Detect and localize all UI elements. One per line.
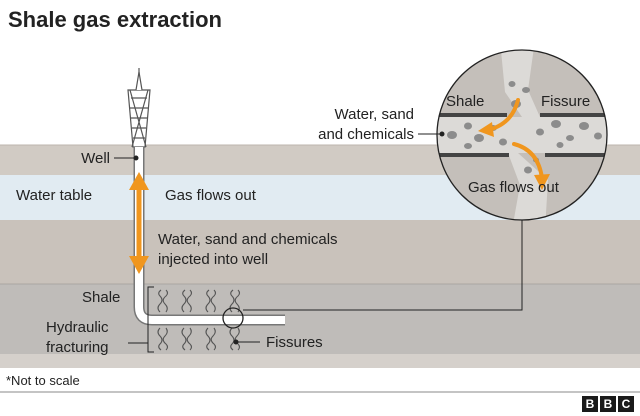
fissures-label: Fissures [266, 334, 323, 351]
fissures-upper [157, 289, 241, 313]
flow-double-arrow [129, 172, 149, 274]
logo-letter: C [618, 396, 634, 412]
well-label: Well [81, 150, 110, 167]
water-table-label: Water table [16, 187, 92, 204]
well-leader-dot [133, 155, 139, 161]
inset-gas-flows-out-label: Gas flows out [468, 179, 560, 196]
inset-input-leader-dot [439, 131, 445, 137]
fissures-leader-dot [233, 339, 239, 345]
shale-layer [0, 284, 640, 354]
injected-label-line1: Water, sand and chemicals [158, 231, 338, 248]
drilling-rig-icon [127, 68, 151, 148]
injected-label-line2: injected into well [158, 251, 268, 268]
magnifier-connector [243, 220, 523, 311]
gas-flows-out-label: Gas flows out [165, 187, 257, 204]
fracturing-bracket [147, 286, 154, 353]
bbc-logo: B B C [582, 396, 634, 412]
logo-letter: B [582, 396, 598, 412]
inset-fissure-label: Fissure [541, 93, 590, 110]
scale-note: *Not to scale [6, 373, 80, 388]
vertical-fissure [500, 50, 548, 220]
inset-zoom [436, 49, 608, 221]
rock-layer [0, 220, 640, 284]
inset-shale-label: Shale [446, 93, 484, 110]
shale-label: Shale [82, 289, 120, 306]
well-pipe [135, 147, 285, 324]
inset-input-label-line1: Water, sand [335, 106, 414, 123]
diagram-title: Shale gas extraction [8, 7, 222, 32]
logo-letter: B [600, 396, 616, 412]
magnifier-circle [222, 307, 244, 329]
inset-input-label-line2: and chemicals [318, 126, 414, 143]
bottom-layer [0, 354, 640, 368]
hydraulic-label-line1: Hydraulic [46, 319, 109, 336]
hydraulic-label-line2: fracturing [46, 339, 109, 356]
